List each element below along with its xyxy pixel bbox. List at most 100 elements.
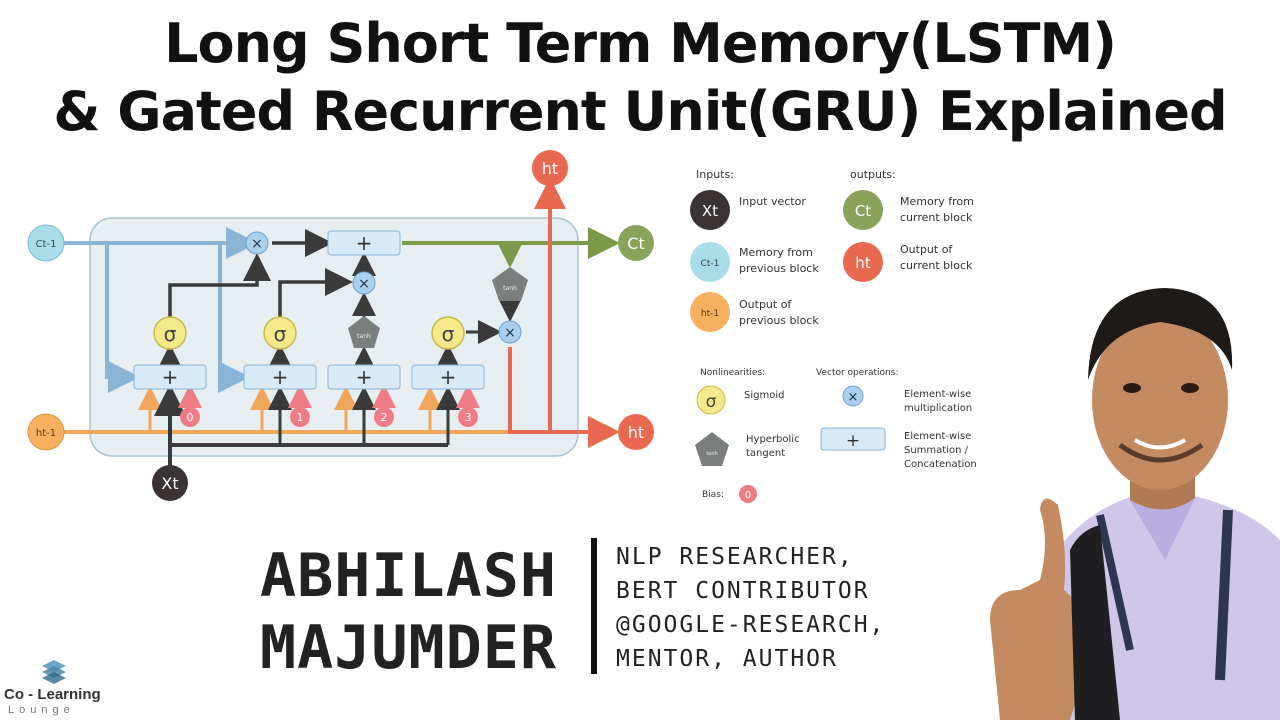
input-mult: × [352, 271, 376, 295]
legend-sigmoid: σ Sigmoid [696, 385, 784, 415]
svg-text:Sigmoid: Sigmoid [744, 390, 784, 401]
svg-text:ht-1: ht-1 [701, 309, 719, 319]
svg-text:σ: σ [442, 322, 455, 346]
sigmoid-gate-0: σ [153, 316, 187, 350]
lstm-diagram: + + + + + σ σ σ tanh tanh × [27, 150, 654, 501]
bias-1: 1 [290, 407, 310, 427]
sum-box-1: + [243, 364, 317, 390]
c-out-node: Ct [618, 225, 654, 261]
legend-inputs-heading: Inputs: [696, 168, 734, 181]
svg-text:Input vector: Input vector [739, 195, 806, 208]
sum-box-2: + [327, 364, 401, 390]
svg-text:Memory from: Memory from [900, 195, 974, 208]
svg-text:Xt: Xt [702, 202, 718, 220]
role-line: BERT CONTRIBUTOR [616, 578, 870, 604]
bias-2: 2 [374, 407, 394, 427]
svg-text:current block: current block [900, 259, 973, 272]
svg-text:Summation /: Summation / [904, 445, 969, 456]
sum-box-3: + [411, 364, 485, 390]
title-line-2: & Gated Recurrent Unit(GRU) Explained [53, 80, 1227, 143]
title-line-1: Long Short Term Memory(LSTM) [164, 12, 1117, 75]
svg-text:2: 2 [381, 411, 388, 424]
svg-text:Element-wise: Element-wise [904, 431, 971, 442]
svg-text:+: + [162, 365, 179, 389]
svg-text:σ: σ [706, 392, 717, 412]
diagram-legend: Inputs: outputs: Xt Input vector Ct-1 Me… [690, 168, 977, 503]
svg-text:Ct-1: Ct-1 [36, 239, 57, 250]
h-out-node-top: ht [532, 150, 568, 186]
svg-text:×: × [358, 276, 370, 292]
svg-text:previous block: previous block [739, 262, 819, 275]
svg-text:tangent: tangent [746, 448, 785, 459]
svg-text:Output of: Output of [739, 298, 792, 311]
legend-bias: Bias: 0 [702, 485, 757, 503]
name-divider [591, 538, 597, 674]
output-mult: × [498, 320, 522, 344]
legend-multiply: × Element-wise multiplication [842, 385, 972, 414]
svg-text:+: + [356, 365, 373, 389]
legend-c-prev: Ct-1 Memory from previous block [690, 242, 819, 282]
presenter-first-name: ABHILASH [260, 541, 557, 611]
svg-text:tanh: tanh [706, 451, 717, 457]
presenter-last-name: MAJUMDER [260, 613, 557, 683]
presenter-name: ABHILASH MAJUMDER [260, 540, 590, 684]
svg-text:Memory from: Memory from [739, 246, 813, 259]
legend-x: Xt Input vector [690, 190, 806, 230]
bias-3: 3 [458, 407, 478, 427]
svg-text:Output of: Output of [900, 243, 953, 256]
svg-text:Xt: Xt [161, 474, 178, 493]
svg-text:1: 1 [297, 411, 304, 424]
sigmoid-gate-1: σ [263, 316, 297, 350]
brand-logo-icon [42, 660, 66, 684]
svg-text:multiplication: multiplication [904, 403, 972, 414]
bias-0: 0 [180, 407, 200, 427]
svg-text:0: 0 [745, 490, 751, 501]
svg-text:current block: current block [900, 211, 973, 224]
sigmoid-gate-3: σ [431, 316, 465, 350]
svg-text:ht-1: ht-1 [36, 428, 56, 439]
svg-text:tanh: tanh [357, 333, 371, 340]
legend-h-out: ht Output of current block [843, 242, 973, 282]
tanh-output: tanh [492, 267, 528, 301]
svg-text:σ: σ [274, 322, 287, 346]
svg-text:previous block: previous block [739, 314, 819, 327]
svg-text:Ct-1: Ct-1 [701, 259, 720, 269]
role-line: NLP RESEARCHER, [616, 544, 854, 570]
legend-tanh: tanh Hyperbolic tangent [695, 432, 800, 466]
presenter-roles: NLP RESEARCHER, BERT CONTRIBUTOR @GOOGLE… [616, 540, 986, 676]
svg-text:+: + [846, 431, 860, 451]
svg-text:Element-wise: Element-wise [904, 389, 971, 400]
svg-text:ht: ht [855, 254, 871, 272]
tanh-gate: tanh [348, 316, 380, 348]
svg-text:0: 0 [187, 411, 194, 424]
svg-text:ht: ht [542, 159, 558, 178]
svg-text:Bias:: Bias: [702, 490, 724, 500]
svg-text:×: × [504, 325, 516, 341]
legend-sum: + Element-wise Summation / Concatenation [820, 427, 977, 470]
svg-text:+: + [356, 231, 373, 255]
h-out-node-right: ht [618, 414, 654, 450]
svg-text:Ct: Ct [855, 202, 871, 220]
legend-c-out: Ct Memory from current block [843, 190, 974, 230]
legend-h-prev: ht-1 Output of previous block [690, 292, 819, 332]
brand-subname: Lounge [8, 704, 75, 716]
c-prev-node: Ct-1 [27, 224, 65, 262]
h-prev-node: ht-1 [27, 413, 65, 451]
svg-text:Concatenation: Concatenation [904, 459, 977, 470]
x-input-node: Xt [152, 465, 188, 501]
svg-text:Hyperbolic: Hyperbolic [746, 434, 800, 445]
svg-text:Ct: Ct [627, 234, 644, 253]
legend-outputs-heading: outputs: [850, 168, 896, 181]
svg-text:×: × [848, 390, 859, 405]
svg-text:σ: σ [164, 322, 177, 346]
svg-text:+: + [440, 365, 457, 389]
role-line: @GOOGLE-RESEARCH, [616, 612, 886, 638]
legend-vector-ops-heading: Vector operations: [816, 368, 898, 378]
forget-mult: × [245, 231, 269, 255]
svg-text:3: 3 [465, 411, 472, 424]
legend-nonlinearities-heading: Nonlinearities: [700, 368, 765, 378]
presenter-photo [990, 288, 1280, 720]
svg-text:tanh: tanh [503, 285, 517, 292]
svg-text:×: × [251, 236, 263, 252]
svg-text:+: + [272, 365, 289, 389]
